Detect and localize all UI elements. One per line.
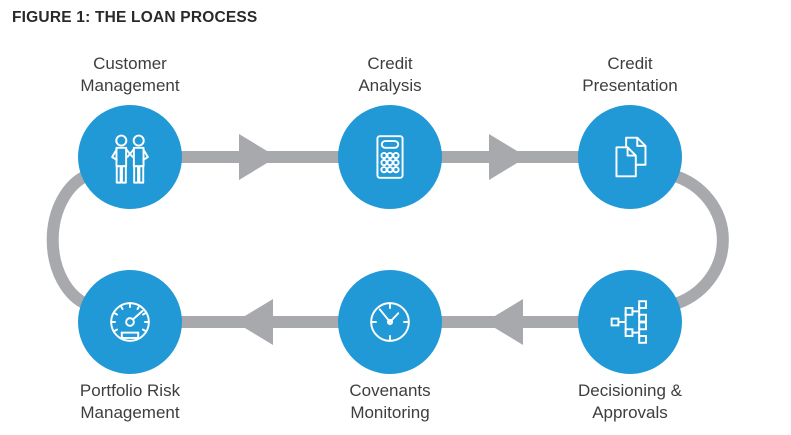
node-decisioning-approvals: Decisioning & Approvals xyxy=(540,270,720,424)
arrowhead-right-2 xyxy=(489,134,527,180)
clock-icon xyxy=(370,302,410,342)
node-label: Credit Analysis xyxy=(300,53,480,97)
node-label-line1: Decisioning & xyxy=(578,381,682,400)
credit-analysis-circle xyxy=(338,105,442,209)
arrowhead-left-2 xyxy=(235,299,273,345)
node-label-line2: Presentation xyxy=(582,76,678,95)
node-label-line2: Approvals xyxy=(592,403,668,422)
decisioning-approvals-circle xyxy=(578,270,682,374)
node-label: Decisioning & Approvals xyxy=(540,380,720,424)
node-label: Credit Presentation xyxy=(540,53,720,97)
node-label: Customer Management xyxy=(40,53,220,97)
left-loop-arc xyxy=(46,169,91,311)
arrowhead-left-1 xyxy=(485,299,523,345)
documents-icon xyxy=(615,136,647,178)
portfolio-risk-management-circle xyxy=(78,270,182,374)
handshake-icon xyxy=(111,134,149,184)
node-label-line2: Management xyxy=(80,403,180,422)
right-loop-arc xyxy=(670,169,729,311)
node-label-line2: Monitoring xyxy=(350,403,430,422)
node-label-line1: Credit xyxy=(367,54,413,73)
arrowhead-right-1 xyxy=(239,134,277,180)
credit-presentation-circle xyxy=(578,105,682,209)
node-portfolio-risk-management: Portfolio Risk Management xyxy=(40,270,220,424)
decision-tree-icon xyxy=(610,300,647,344)
node-customer-management: Customer Management xyxy=(40,53,220,209)
node-label-line1: Customer xyxy=(93,54,167,73)
node-label-line2: Analysis xyxy=(358,76,422,95)
node-label: Portfolio Risk Management xyxy=(40,380,220,424)
node-credit-analysis: Credit Analysis xyxy=(300,53,480,209)
node-label-line1: Credit xyxy=(607,54,653,73)
covenants-monitoring-circle xyxy=(338,270,442,374)
node-label-line1: Covenants xyxy=(349,381,431,400)
figure-title: FIGURE 1: THE LOAN PROCESS xyxy=(12,9,258,26)
calculator-icon xyxy=(376,135,404,179)
customer-management-circle xyxy=(78,105,182,209)
node-credit-presentation: Credit Presentation xyxy=(540,53,720,209)
node-label-line2: Management xyxy=(80,76,180,95)
node-label-line1: Portfolio Risk xyxy=(79,381,181,400)
node-covenants-monitoring: Covenants Monitoring xyxy=(300,270,480,424)
gauge-icon xyxy=(110,302,150,342)
node-label: Covenants Monitoring xyxy=(300,380,480,424)
